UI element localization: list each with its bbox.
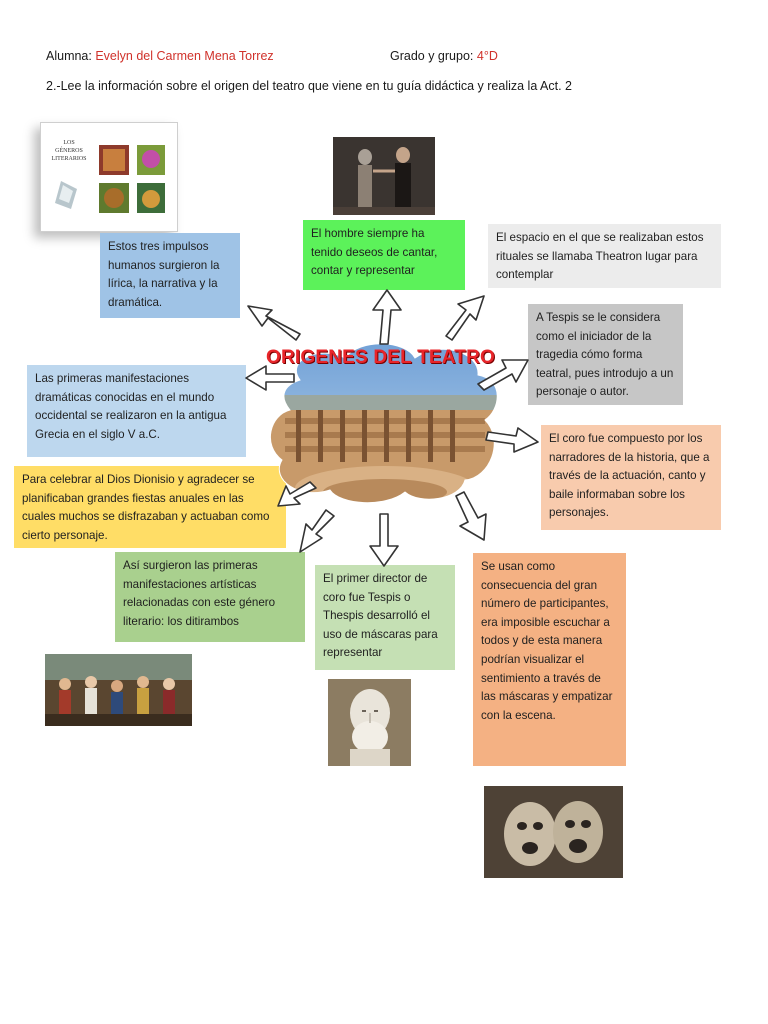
impulses-box: Estos tres impulsos humanos surgieron la…	[100, 233, 240, 318]
grade-value: 4°D	[476, 49, 498, 63]
dithyrambs-box: Así surgieron las primeras manifestacion…	[115, 552, 305, 642]
dionysus-box: Para celebrar al Dios Dionisio y agradec…	[14, 466, 286, 548]
tespis-bust-photo	[328, 679, 411, 766]
book-line-3: LITERARIOS	[51, 156, 87, 162]
instruction-text: 2.-Lee la información sobre el origen de…	[46, 79, 573, 93]
arrow-down	[369, 513, 399, 567]
student-name: Evelyn del Carmen Mena Torrez	[95, 49, 274, 63]
masks-reason-box: Se usan como consecuencia del gran númer…	[473, 553, 626, 766]
chorus-box: El coro fue compuesto por los narradores…	[541, 425, 721, 530]
grade-label: Grado y grupo:	[390, 49, 474, 63]
arrow-right-tespis	[477, 359, 529, 391]
actors-photo	[333, 137, 435, 215]
genres-book-image: LOS GÉNEROS LITERARIOS	[40, 122, 178, 232]
first-director-box: El primer director de coro fue Tespis o …	[315, 565, 455, 670]
book-line-2: GÉNEROS	[55, 148, 83, 154]
first-manifestations-box: Las primeras manifestaciones dramáticas …	[27, 365, 246, 457]
arrow-left	[245, 365, 295, 391]
arrow-down-right	[455, 491, 487, 541]
map-title: ORIGENES DEL TEATRO	[266, 347, 496, 368]
tespis-tragedy-box: A Tespis se le considera como el iniciad…	[528, 304, 683, 405]
festival-painting	[45, 654, 192, 726]
student-label: Alumna:	[46, 49, 92, 63]
arrow-right-chorus	[485, 427, 539, 453]
arrow-up-right	[445, 295, 485, 341]
arrow-up-left	[247, 305, 301, 341]
arrow-down-left-2	[299, 509, 335, 553]
human-desire-box: El hombre siempre ha tenido deseos de ca…	[303, 220, 465, 290]
arrow-up	[372, 289, 402, 345]
theatron-box: El espacio en el que se realizaban estos…	[488, 224, 721, 288]
arrow-down-left	[277, 481, 317, 507]
student-line: Alumna: Evelyn del Carmen Mena Torrez	[46, 49, 274, 63]
grade-line: Grado y grupo: 4°D	[390, 49, 498, 63]
theatre-masks-photo	[484, 786, 623, 878]
book-line-1: LOS	[63, 140, 75, 146]
